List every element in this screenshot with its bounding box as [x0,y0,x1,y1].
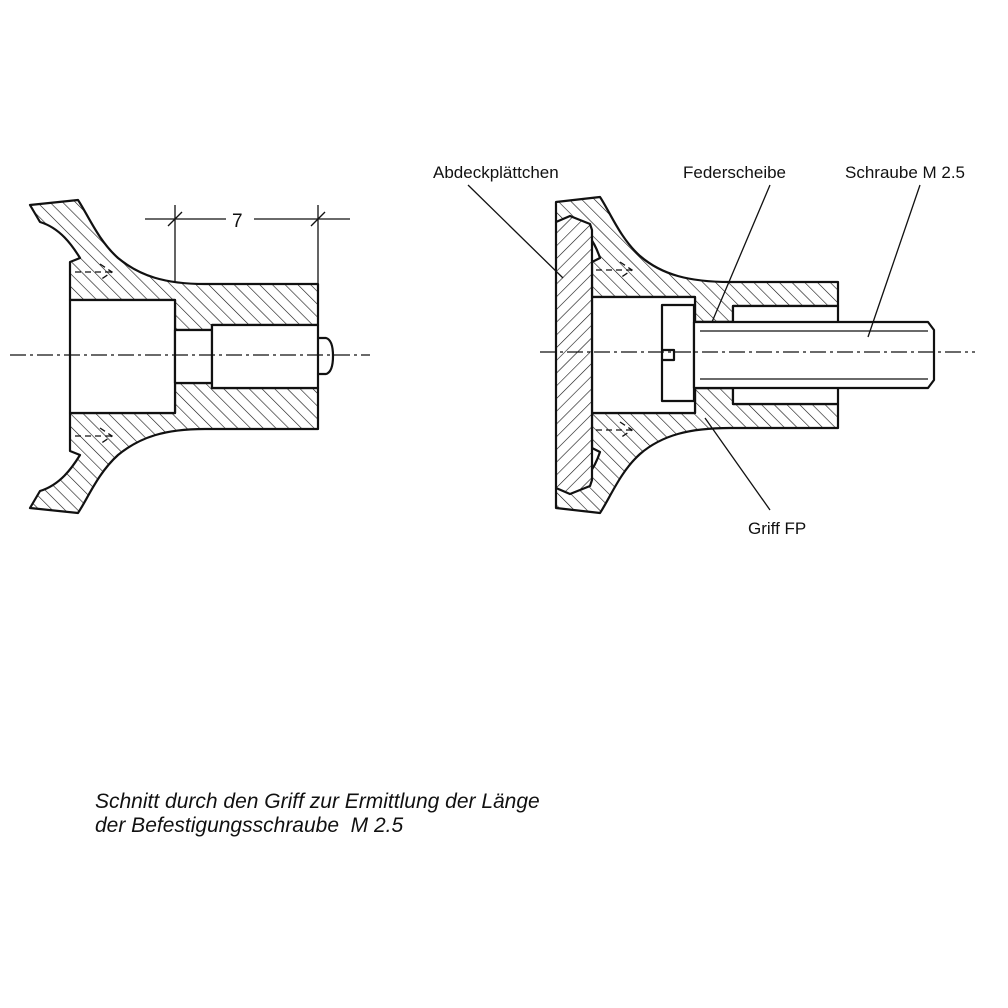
left-handle-body-lower [28,381,320,515]
right-dash-arrow-upper [596,261,634,279]
label-handle: Griff FP [748,519,806,538]
leader-spring-washer [711,184,771,323]
left-dash-arrow-upper [75,263,114,281]
left-handle-body-upper [28,198,320,332]
caption-line-1: Schnitt durch den Griff zur Ermittlung d… [95,790,540,813]
right-section-view: Abdeckplättchen Federscheibe Schraube M … [433,163,975,538]
right-dash-arrow-lower [596,421,634,439]
label-spring-washer: Federscheibe [683,163,786,182]
label-screw: Schraube M 2.5 [845,163,965,182]
dimension-label: 7 [232,211,243,232]
spring-washer-slot [660,348,676,362]
left-section-view: 7 [10,198,370,515]
screw-m25 [692,320,936,390]
leader-handle [704,417,771,511]
left-screw-bore [210,323,320,390]
spring-washer [660,303,696,403]
figure-caption: Schnitt durch den Griff zur Ermittlung d… [95,790,795,838]
left-narrow-bore [173,328,214,385]
left-end-nub [316,336,335,376]
label-cover-plate: Abdeckplättchen [433,163,559,182]
dim-tick-left [167,211,183,227]
leader-cover-plate [467,184,564,279]
left-large-bore [68,298,177,415]
leader-screw [867,184,921,338]
dim-tick-right [310,211,326,227]
left-dash-arrow-lower [75,427,114,445]
caption-line-2: der Befestigungsschraube M 2.5 [95,814,404,837]
cover-plate [554,214,594,496]
